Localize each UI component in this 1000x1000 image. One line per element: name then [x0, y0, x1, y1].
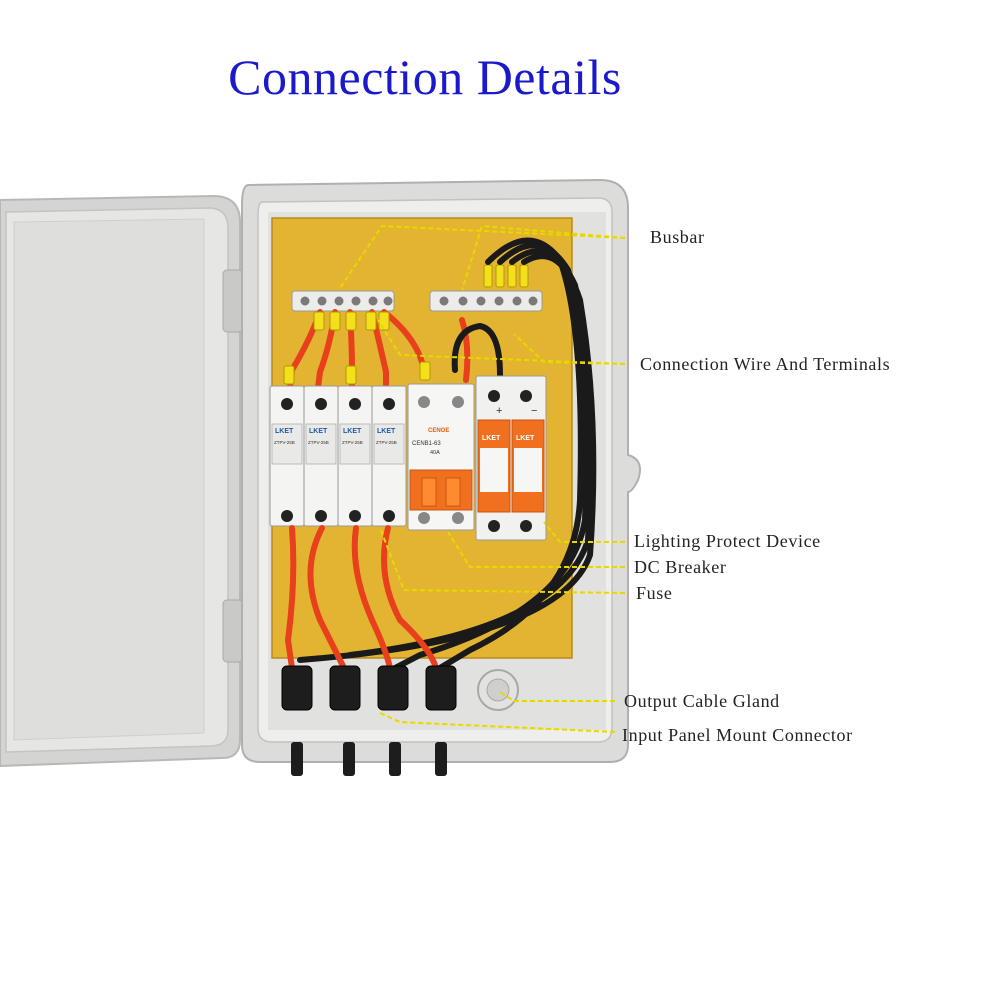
fuse-holder-1 — [269, 385, 305, 527]
fuse-model-3: ZTPV-25B — [342, 440, 363, 445]
spd-minus: − — [531, 405, 537, 417]
leader-wire-2 — [377, 319, 626, 365]
fuse-brand-4: LKET — [377, 428, 396, 435]
busbar-right — [429, 290, 543, 312]
spd-brand-1: LKET — [482, 435, 501, 442]
page-title: Connection Details — [228, 49, 622, 105]
leader-gland — [499, 691, 615, 702]
fuse-model-4: ZTPV-25B — [376, 440, 397, 445]
fuse-brand-2: LKET — [309, 428, 328, 435]
breaker-rating: 40A — [430, 450, 440, 456]
label-input-panel-mount-connector: Input Panel Mount Connector — [622, 725, 853, 745]
fuse-holder-3 — [337, 385, 373, 527]
label-fuse: Fuse — [636, 583, 673, 603]
leader-busbar-2 — [461, 224, 626, 291]
leader-busbar — [339, 224, 626, 289]
enclosure-door — [0, 194, 244, 768]
busbar-left — [291, 290, 395, 312]
dc-breaker: CENOE CENB1-63 40A — [407, 383, 475, 531]
breaker-brand: CENOE — [428, 428, 449, 434]
label-connection-wire: Connection Wire And Terminals — [640, 354, 891, 374]
leader-breaker — [447, 531, 625, 568]
cable-glands — [281, 665, 519, 711]
fuse-brand-3: LKET — [343, 428, 362, 435]
surge-protection-device: + − LKET LKET — [475, 375, 547, 541]
panel-mount-connectors — [291, 742, 447, 776]
spd-brand-2: LKET — [516, 435, 535, 442]
leader-spd — [543, 521, 625, 543]
wires-red-bottom — [284, 525, 439, 671]
spd-plus: + — [496, 405, 502, 417]
label-busbar: Busbar — [650, 227, 705, 247]
wires-black — [297, 237, 597, 671]
fuse-holders: LKET LKET LKET LKET ZTPV-25B ZTPV-25B ZT… — [269, 385, 407, 527]
label-lighting-protect-device: Lighting Protect Device — [634, 531, 821, 551]
fuse-holder-2 — [303, 385, 339, 527]
breaker-model: CENB1-63 — [412, 441, 441, 447]
leader-fuse — [379, 527, 626, 594]
label-dc-breaker: DC Breaker — [634, 557, 727, 577]
fuse-model-1: ZTPV-25B — [274, 440, 295, 445]
leader-lines — [339, 224, 626, 733]
label-output-cable-gland: Output Cable Gland — [624, 691, 780, 711]
fuse-model-2: ZTPV-25B — [308, 440, 329, 445]
fuse-holder-4 — [371, 385, 407, 527]
fuse-brand-1: LKET — [275, 428, 294, 435]
